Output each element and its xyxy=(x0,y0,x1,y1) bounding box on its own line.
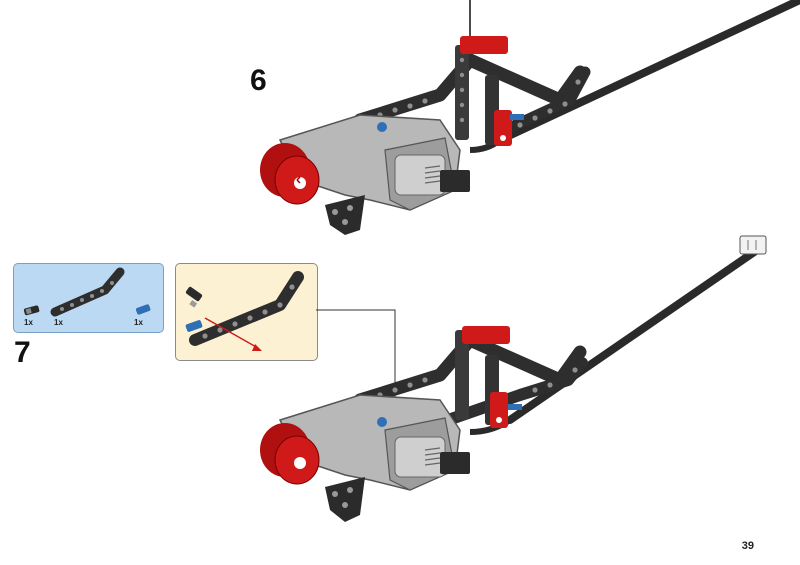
step-7-number: 7 xyxy=(14,336,31,369)
page-number: 39 xyxy=(741,540,754,552)
cable-plug-icon xyxy=(739,235,767,255)
black-angled-beam-icon xyxy=(50,267,125,317)
step-6-number: 6 xyxy=(250,64,267,97)
step-7-robot-assembly-icon xyxy=(260,235,767,522)
black-axle-pin-icon xyxy=(23,305,40,316)
part-qty: 1x xyxy=(134,318,143,327)
callout-beam-assembly-icon xyxy=(185,271,304,351)
part-qty: 1x xyxy=(54,318,63,327)
step-6-robot-assembly-icon xyxy=(260,0,800,235)
blue-axle-pin-icon xyxy=(135,304,151,315)
part-qty: 1x xyxy=(24,318,33,327)
